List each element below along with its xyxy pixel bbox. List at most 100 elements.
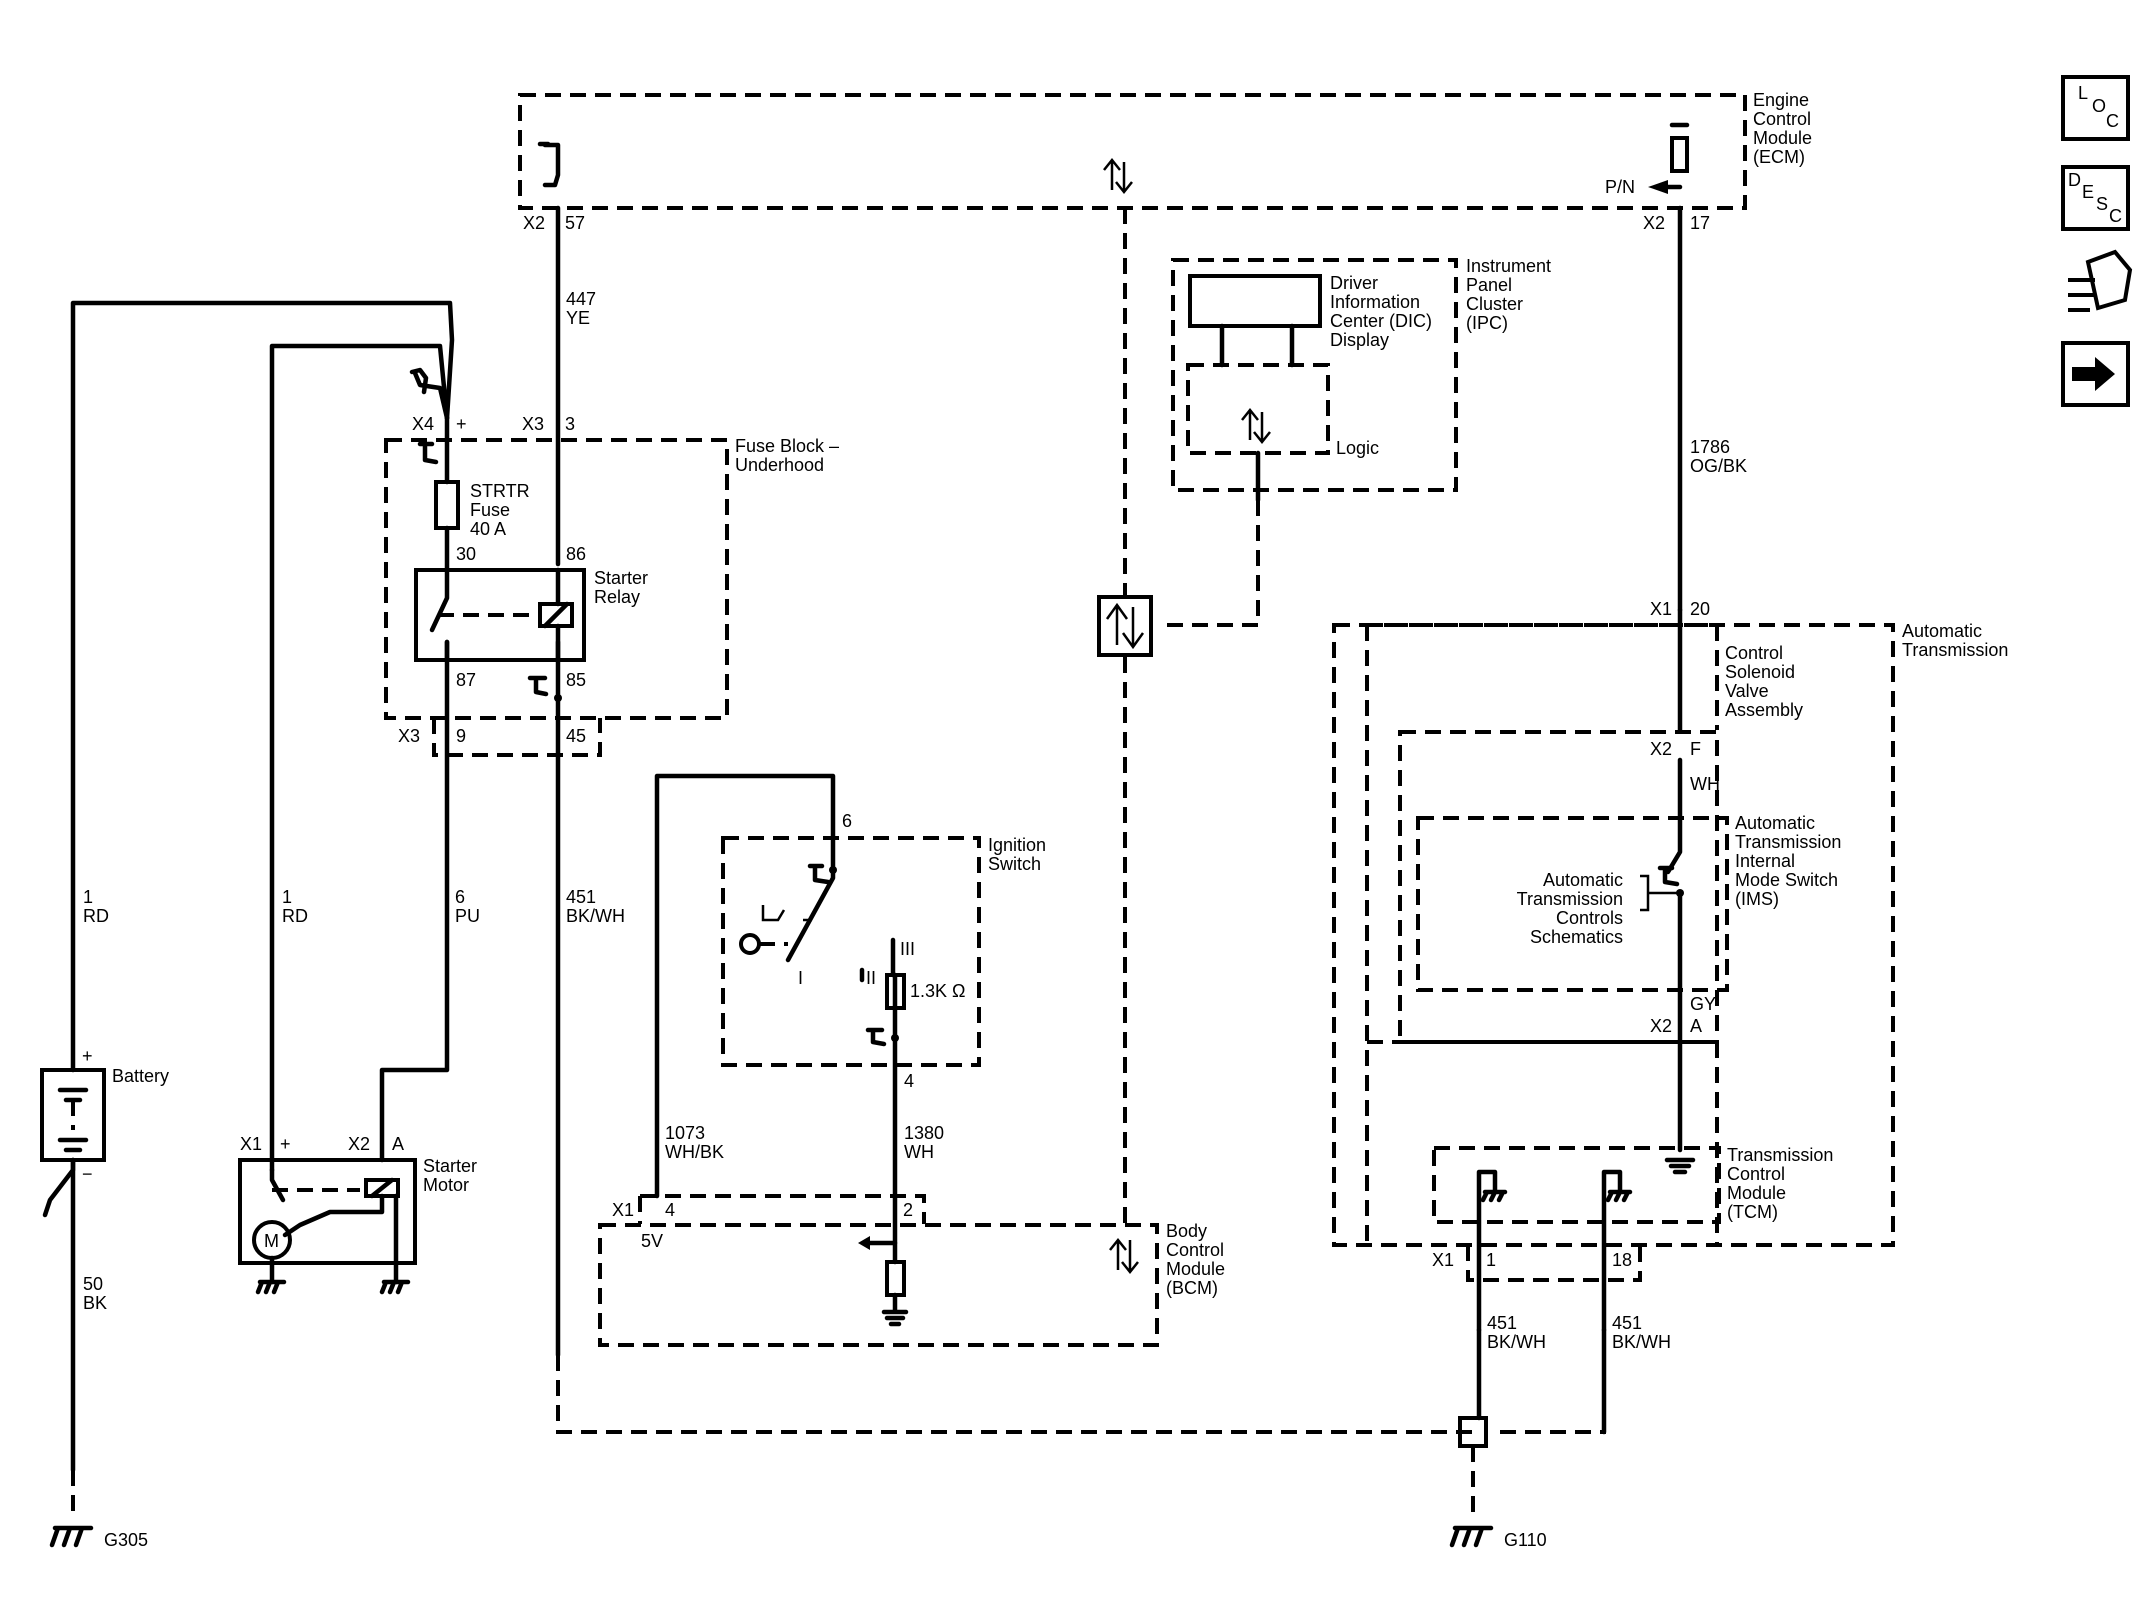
desc-letter: C	[2109, 206, 2122, 226]
connector-tool-icon[interactable]	[2068, 249, 2133, 312]
ims-label: (IMS)	[1735, 889, 1779, 909]
connector-label: X3	[522, 414, 544, 434]
terminal-plus: +	[280, 1134, 291, 1154]
loc-letter: L	[2078, 83, 2088, 103]
wire-number: 1380	[904, 1123, 944, 1143]
starter-label: Motor	[423, 1175, 469, 1195]
pn-signal-label: P/N	[1605, 177, 1635, 197]
fuse-icon	[434, 480, 460, 530]
resistor-label: 1.3K Ω	[910, 981, 966, 1001]
wire-color: BK	[83, 1293, 107, 1313]
csva-label: Solenoid	[1725, 662, 1795, 682]
dic-label: Driver	[1330, 273, 1378, 293]
fuse-block-title: Fuse Block –	[735, 436, 839, 456]
connector-label: X4	[412, 414, 434, 434]
resistor-icon	[885, 973, 906, 1010]
ipc-title: Panel	[1466, 275, 1512, 295]
bcm-title: Module	[1166, 1259, 1225, 1279]
bcm-title: Body	[1166, 1221, 1207, 1241]
wire-color: RD	[83, 906, 109, 926]
dic-label: Center (DIC)	[1330, 311, 1432, 331]
arrow-right-icon	[2072, 357, 2115, 391]
serial-data-splice	[1097, 595, 1153, 657]
transmission-title: Transmission	[1902, 640, 2008, 660]
ipc-title: (IPC)	[1466, 313, 1508, 333]
loc-letter: O	[2092, 96, 2106, 116]
connector-label: X1	[1432, 1250, 1454, 1270]
loc-letter: C	[2106, 111, 2119, 131]
wire-color: WH/BK	[665, 1142, 724, 1162]
dic-display	[1188, 274, 1322, 328]
ecm-title-line: Control	[1753, 109, 1811, 129]
connector-label: X1	[1650, 599, 1672, 619]
wire-number: 6	[455, 887, 465, 907]
ipc-title: Instrument	[1466, 256, 1551, 276]
tcm-label: Module	[1727, 1183, 1786, 1203]
ecm-module: Engine Control Module (ECM) X2 57 X2 17 …	[518, 90, 1812, 233]
desc-button[interactable]: D E S C	[2061, 165, 2130, 231]
next-button[interactable]	[2061, 341, 2130, 407]
wire-color: WH	[1690, 774, 1720, 794]
wire-color: YE	[566, 308, 590, 328]
dic-label: Information	[1330, 292, 1420, 312]
ground-label: G110	[1504, 1530, 1547, 1550]
pin-label: 30	[456, 544, 476, 564]
pin-label: 18	[1612, 1250, 1632, 1270]
wire-1-rd-battery	[70, 300, 455, 1073]
wire-number: 1073	[665, 1123, 705, 1143]
atcs-link[interactable]: Transmission	[1517, 889, 1623, 909]
desc-letter: E	[2082, 182, 2094, 202]
position-label: II	[866, 968, 876, 988]
ims-label: Transmission	[1735, 832, 1841, 852]
atcs-link[interactable]: Automatic	[1543, 870, 1623, 890]
pin-label: 2	[903, 1200, 913, 1220]
pin-label: 17	[1690, 213, 1710, 233]
dic-label: Display	[1330, 330, 1389, 350]
ims-label: Mode Switch	[1735, 870, 1838, 890]
relay-label: Starter	[594, 568, 648, 588]
motor-label: M	[264, 1231, 279, 1251]
body-control-module: X1 4 2 5V Body Control Module (BCM)	[598, 1193, 1225, 1347]
wire-number: 1	[282, 887, 292, 907]
tcm-label: Transmission	[1727, 1145, 1833, 1165]
logic-label: Logic	[1336, 438, 1379, 458]
fuse-block-underhood: Fuse Block – Underhood X4 + X3 3 STRTR F…	[384, 367, 839, 757]
pin-label: 4	[665, 1200, 675, 1220]
pin-label: 1	[1486, 1250, 1496, 1270]
wire-number: 1	[83, 887, 93, 907]
wire-number: 451	[1612, 1313, 1642, 1333]
wire-color: BK/WH	[1487, 1332, 1546, 1352]
battery-plus: +	[82, 1046, 93, 1066]
connector-label: X2	[1650, 1016, 1672, 1036]
communication-arrows-icon	[1105, 602, 1145, 650]
tcm-label: (TCM)	[1727, 1202, 1778, 1222]
ipc-title: Cluster	[1466, 294, 1523, 314]
atcs-link[interactable]: Controls	[1556, 908, 1623, 928]
pin-label: A	[392, 1134, 404, 1154]
wire-color: GY	[1690, 994, 1716, 1014]
automatic-transmission: Automatic Transmission X1 20 Control Sol…	[1332, 599, 2008, 1333]
position-label: I	[798, 968, 803, 988]
wire-color: BK/WH	[566, 906, 625, 926]
pin-label: F	[1690, 739, 1701, 759]
atcs-link[interactable]: Schematics	[1530, 927, 1623, 947]
pin-label: 20	[1690, 599, 1710, 619]
connector-label: X1	[612, 1200, 634, 1220]
connector-label: X2	[523, 213, 545, 233]
pin-label: 87	[456, 670, 476, 690]
loc-button[interactable]: L O C	[2061, 75, 2130, 141]
communication-arrows-icon	[1103, 157, 1133, 195]
pin-label: 3	[565, 414, 575, 434]
pin-label: 57	[565, 213, 585, 233]
terminal-plus: +	[456, 414, 467, 434]
transmission-title: Automatic	[1902, 621, 1982, 641]
wire-color: PU	[455, 906, 480, 926]
ground-g305-icon: G305	[49, 1525, 148, 1550]
ground-g110-icon: G110	[1449, 1525, 1547, 1550]
wire-number: 447	[566, 289, 596, 309]
wire-color: BK/WH	[1612, 1332, 1671, 1352]
pin-label: 86	[566, 544, 586, 564]
pin-label: 6	[842, 811, 852, 831]
